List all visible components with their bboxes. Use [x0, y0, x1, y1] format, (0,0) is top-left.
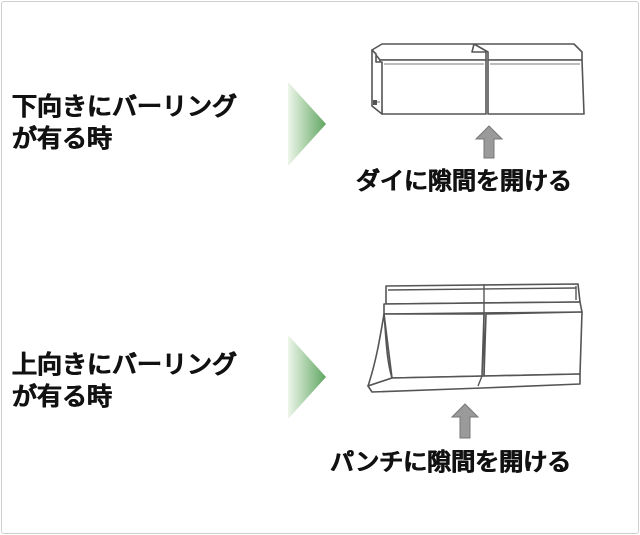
punch-block-illustration: [367, 283, 583, 393]
instruction-die-gap: ダイに隙間を開ける: [356, 167, 572, 195]
condition-line-1: 上向きにバーリング: [12, 350, 238, 379]
instruction-punch-gap: パンチに隙間を開ける: [330, 448, 572, 476]
condition-label-upward: 上向きにバーリング が有る時: [12, 349, 237, 413]
arrow-up-icon: [450, 403, 480, 439]
condition-line-2: が有る時: [12, 382, 113, 411]
condition-line-1: 下向きにバーリング: [12, 92, 238, 121]
arrow-up-icon: [474, 125, 504, 159]
die-block-illustration: [371, 43, 585, 115]
condition-line-2: が有る時: [12, 124, 113, 153]
condition-label-downward: 下向きにバーリング が有る時: [12, 91, 237, 155]
chevron-right-icon: [288, 82, 326, 166]
chevron-right-icon: [288, 335, 326, 419]
